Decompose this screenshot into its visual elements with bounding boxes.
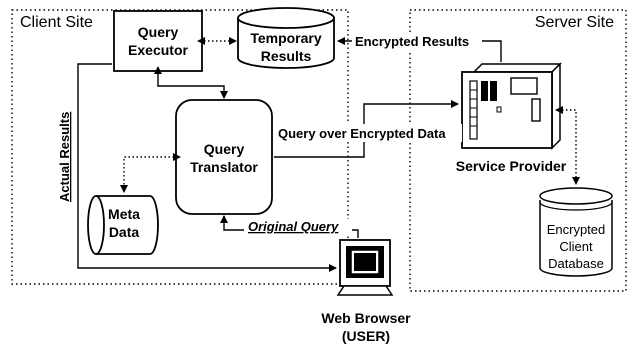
web-browser-line2: (USER) bbox=[342, 328, 390, 344]
query-translator-line1: Query bbox=[204, 141, 245, 157]
server-site-label: Server Site bbox=[535, 14, 614, 31]
client-site-label: Client Site bbox=[20, 14, 93, 31]
original-query-label: Original Query bbox=[248, 219, 339, 234]
executor-translator-edge bbox=[154, 66, 228, 99]
query-translator-line2: Translator bbox=[190, 159, 258, 175]
temporary-results-line1: Temporary bbox=[250, 30, 322, 46]
encrypted-client-database-line3: Database bbox=[548, 256, 604, 271]
translator-metadata-edge bbox=[120, 153, 181, 193]
query-translator-node: Query Translator bbox=[175, 99, 273, 215]
server-database-edge bbox=[555, 106, 580, 185]
encrypted-client-database-line2: Client bbox=[559, 239, 593, 254]
actual-results-label: Actual Results bbox=[57, 112, 72, 202]
actual-results-edge bbox=[77, 63, 337, 272]
encrypted-results-label: Encrypted Results bbox=[355, 34, 469, 49]
meta-data-line1: Meta bbox=[108, 206, 140, 222]
meta-data-node: Meta Data bbox=[87, 195, 159, 255]
query-executor-line1: Query bbox=[138, 24, 179, 40]
query-executor-line2: Executor bbox=[128, 42, 188, 58]
monitor-icon bbox=[336, 239, 394, 296]
encrypted-client-database-node: Encrypted Client Database bbox=[539, 187, 613, 277]
encrypted-client-database-line1: Encrypted bbox=[547, 222, 606, 237]
server-site-region: Server Site bbox=[409, 9, 627, 292]
client-site-region: Client Site bbox=[11, 9, 349, 285]
service-provider-label: Service Provider bbox=[456, 158, 567, 174]
query-executor-node: Query Executor bbox=[113, 10, 203, 72]
web-browser-line1: Web Browser bbox=[321, 310, 411, 326]
temporary-results-node: Temporary Results bbox=[237, 7, 335, 69]
temporary-results-line2: Results bbox=[261, 48, 312, 64]
meta-data-line2: Data bbox=[109, 224, 140, 240]
server-icon bbox=[461, 62, 562, 150]
query-over-encrypted-data-label: Query over Encrypted Data bbox=[278, 126, 446, 141]
